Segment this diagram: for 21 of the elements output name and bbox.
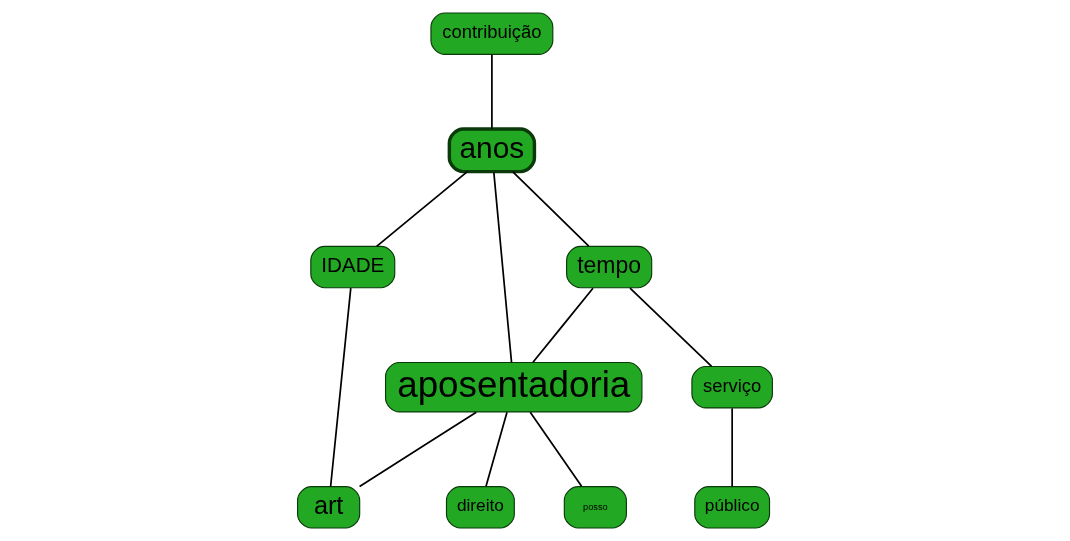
connector [492, 171, 513, 364]
connector [329, 287, 352, 488]
connector [375, 170, 469, 248]
node-box: posso [563, 486, 627, 529]
connector [485, 411, 508, 488]
node-box: direito [445, 486, 515, 529]
node-box: art [297, 486, 361, 529]
connector [358, 411, 478, 488]
connector [629, 287, 713, 368]
connector [491, 53, 493, 130]
node-box: contribuição [430, 12, 554, 55]
node-box: IDADE [310, 245, 396, 289]
connector [532, 287, 594, 364]
node-box: serviço [691, 365, 773, 409]
node-box: anos [447, 127, 537, 174]
node-box: público [694, 486, 771, 529]
node-box: tempo [566, 245, 653, 289]
connector [731, 407, 733, 488]
connector [512, 171, 590, 247]
node-box: aposentadoria [384, 361, 643, 413]
connector [529, 411, 583, 488]
